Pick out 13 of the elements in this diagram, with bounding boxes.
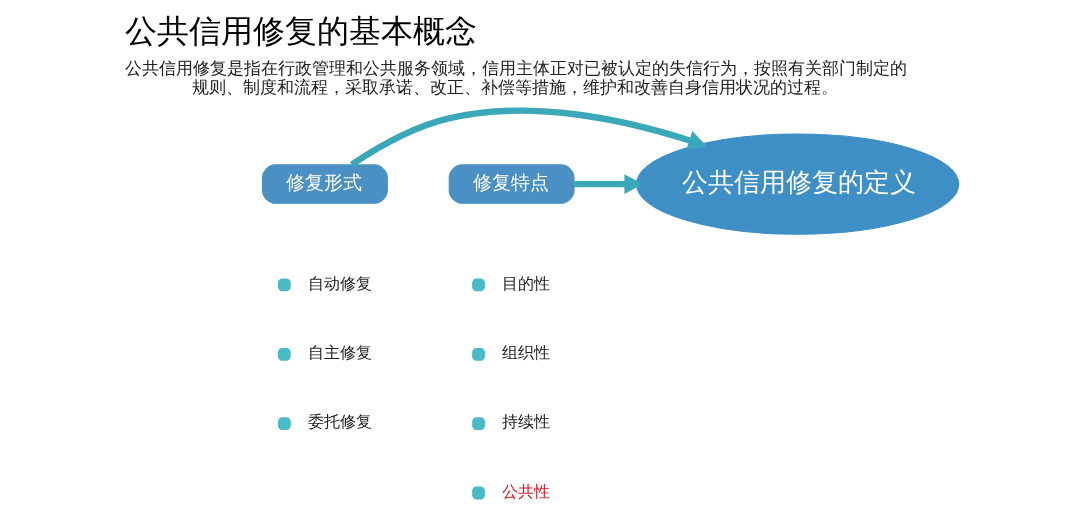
- label: 持续性: [501, 412, 550, 432]
- node-box: 修复形式: [261, 164, 388, 204]
- label: 公共信用修复是指在行政管理和公共服务领域，信用主体正对已被认定的失信行为，按照有关部门制定的规则、制度和流程，采取承诺、改正、补偿等措施，维护和改善自身信用状况的过程。: [124, 57, 907, 98]
- label: 委托修复: [307, 412, 372, 432]
- label: 目的性: [501, 273, 550, 293]
- node-box: 修复特点: [448, 164, 575, 204]
- label: 组织性: [501, 343, 550, 363]
- arrow: [573, 174, 643, 194]
- label: 自主修复: [307, 343, 372, 363]
- label: 公共性: [501, 481, 550, 501]
- label: 自动修复: [307, 273, 372, 293]
- diagram-title: 公共信用修复的基本概念: [124, 12, 477, 51]
- arrow: [349, 107, 707, 168]
